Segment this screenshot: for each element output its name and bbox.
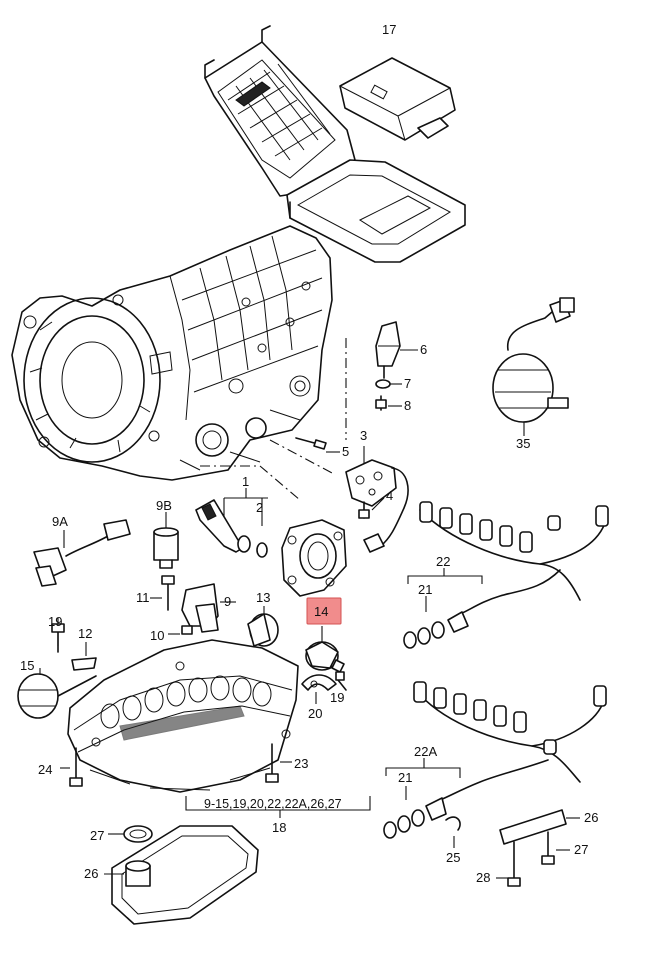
sensor-3-drawing	[295, 437, 409, 553]
label-9b[interactable]: 9B	[156, 498, 172, 513]
label-26-right[interactable]: 26	[584, 810, 598, 825]
highlight-box-part-14[interactable]	[306, 597, 342, 625]
label-18-range[interactable]: 9-15,19,20,22,22A,26,27	[204, 797, 342, 811]
valve-body-drawing	[67, 639, 371, 818]
label-19-right[interactable]: 19	[330, 690, 344, 705]
oil-pan-drawing	[104, 825, 259, 925]
label-25[interactable]: 25	[446, 850, 460, 865]
label-27-right[interactable]: 27	[574, 842, 588, 857]
label-28[interactable]: 28	[476, 870, 490, 885]
label-15[interactable]: 15	[20, 658, 34, 673]
label-9[interactable]: 9	[224, 594, 231, 609]
label-27-left[interactable]: 27	[90, 828, 104, 843]
label-9a[interactable]: 9A	[52, 514, 68, 529]
wiring-harness-22a-drawing	[383, 681, 607, 848]
parts-1-2-drawing	[195, 488, 347, 597]
label-4[interactable]: 4	[386, 488, 393, 503]
label-22[interactable]: 22	[436, 554, 450, 569]
label-3[interactable]: 3	[360, 428, 367, 443]
parts-19-20-drawing	[51, 618, 347, 704]
label-20[interactable]: 20	[308, 706, 322, 721]
label-14[interactable]: 14	[314, 604, 328, 619]
label-18[interactable]: 18	[272, 820, 286, 835]
label-17[interactable]: 17	[382, 22, 396, 37]
transmission-housing-drawing	[11, 225, 347, 501]
label-24[interactable]: 24	[38, 762, 52, 777]
label-19-left[interactable]: 19	[48, 614, 62, 629]
label-2[interactable]: 2	[256, 500, 263, 515]
label-23[interactable]: 23	[294, 756, 308, 771]
label-13[interactable]: 13	[256, 590, 270, 605]
control-unit-housing-drawing	[204, 25, 466, 263]
parts-12-15-drawing	[17, 642, 97, 719]
label-6[interactable]: 6	[420, 342, 427, 357]
part-labels: 17 6 7 8 35 3 5 4 1 2 9B 9A 22 21 9 11 1…	[20, 22, 598, 885]
part-9b-drawing	[153, 512, 179, 569]
label-26-left[interactable]: 26	[84, 866, 98, 881]
label-35[interactable]: 35	[516, 436, 530, 451]
part-9-drawing	[150, 575, 236, 635]
part-9a-drawing	[33, 519, 131, 587]
label-10[interactable]: 10	[150, 628, 164, 643]
label-12[interactable]: 12	[78, 626, 92, 641]
label-21-upper[interactable]: 21	[418, 582, 432, 597]
label-8[interactable]: 8	[404, 398, 411, 413]
part-35-drawing	[492, 297, 575, 436]
sensor-6-drawing	[375, 321, 418, 411]
label-7[interactable]: 7	[404, 376, 411, 391]
parts-13-14-drawing	[247, 606, 345, 673]
bolts-23-24-drawing	[60, 743, 292, 787]
label-22a[interactable]: 22A	[414, 744, 437, 759]
bracket-26-drawing	[496, 809, 580, 887]
label-5[interactable]: 5	[342, 444, 349, 459]
label-11[interactable]: 11	[136, 590, 150, 605]
label-1[interactable]: 1	[242, 474, 249, 489]
wiring-harness-22-drawing	[403, 501, 609, 649]
label-21-lower[interactable]: 21	[398, 770, 412, 785]
